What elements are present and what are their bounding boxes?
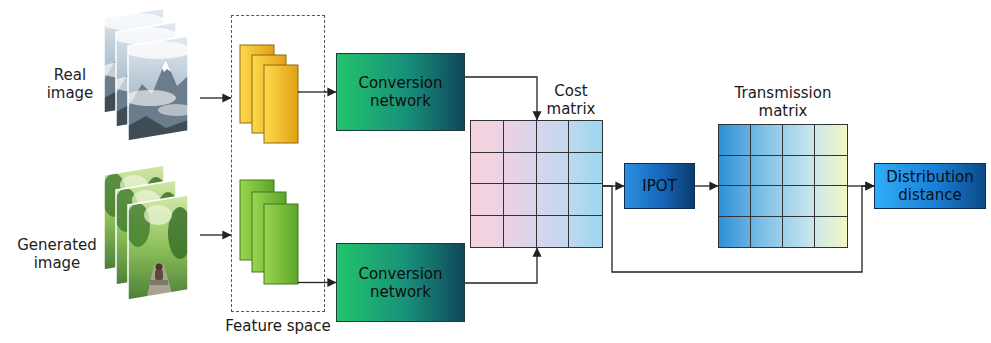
matrix-cell [783, 156, 815, 187]
connector [465, 248, 537, 283]
process-box: Conversion network [336, 53, 465, 131]
box-label: Distribution distance [881, 168, 979, 204]
matrix-cell [504, 184, 537, 216]
connector [200, 97, 231, 98]
matrix-grid [718, 124, 848, 248]
box-label: IPOT [642, 177, 676, 195]
connector [465, 77, 537, 120]
image-label: Real image [40, 66, 100, 102]
matrix-cell [751, 156, 783, 187]
feature-space-box: Feature space [231, 15, 325, 312]
text-slot: Transmission matrix [718, 84, 848, 120]
matrix-cell [537, 153, 570, 185]
region-label: Feature space [225, 317, 330, 335]
matrix-cell [537, 184, 570, 216]
matrix-cell [537, 121, 570, 153]
real-image-stack [100, 8, 194, 141]
generated-feature-maps [240, 180, 298, 284]
image-label: Generated image [14, 236, 100, 272]
matrix-label: Transmission matrix [718, 84, 848, 120]
matrix-cell [504, 153, 537, 185]
text-slot: Real image [40, 66, 100, 102]
matrix-cell [569, 184, 602, 216]
matrix-cell [815, 186, 847, 217]
output-box: Distribution distance [874, 163, 986, 209]
matrix-cell [471, 184, 504, 216]
image-group: Real image [30, 4, 200, 146]
feature-lead-lines [298, 92, 326, 283]
image-group: Generated image [10, 158, 200, 330]
matrix-cell [719, 186, 751, 217]
text-slot: Generated image [14, 236, 100, 272]
matrix-cell [783, 125, 815, 156]
process-box: IPOT [624, 163, 695, 209]
matrix-cell [569, 216, 602, 248]
matrix-cell [751, 217, 783, 248]
matrix-cell [783, 186, 815, 217]
matrix-cell [504, 121, 537, 153]
text-slot: Feature space [225, 317, 330, 335]
matrix-cell [471, 121, 504, 153]
connector [695, 185, 718, 186]
matrix-cell [537, 216, 570, 248]
matrix-cell [751, 125, 783, 156]
box-label: Conversion network [343, 74, 458, 110]
matrix-cell [471, 153, 504, 185]
matrix-cell [471, 216, 504, 248]
box-label: Conversion network [343, 265, 458, 301]
matrix-cell [783, 217, 815, 248]
matrix-cell [815, 217, 847, 248]
text-slot: Cost matrix [536, 82, 606, 118]
matrix-label: Cost matrix [536, 82, 606, 118]
connector [325, 91, 336, 92]
matrix: Cost matrix [470, 82, 603, 248]
process-box: Conversion network [336, 243, 465, 322]
matrix-cell [815, 125, 847, 156]
real-feature-maps [240, 45, 298, 143]
connector [200, 234, 231, 235]
matrix-cell [719, 217, 751, 248]
matrix-grid [470, 120, 603, 248]
matrix-cell [569, 121, 602, 153]
matrix-cell [719, 125, 751, 156]
matrix-cell [751, 186, 783, 217]
matrix-cell [569, 153, 602, 185]
matrix-cell [504, 216, 537, 248]
connector [325, 282, 336, 283]
matrix-cell [719, 156, 751, 187]
matrix: Transmission matrix [718, 84, 848, 248]
generated-image-stack [102, 165, 192, 300]
matrix-cell [815, 156, 847, 187]
